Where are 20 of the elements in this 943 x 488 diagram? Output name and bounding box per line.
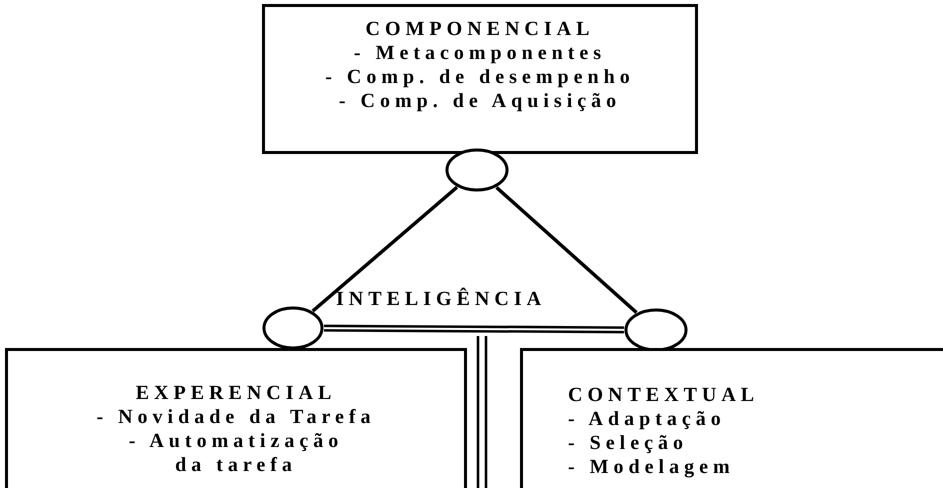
text-box [520,348,943,488]
list-item: - Comp. de Aquisição [338,89,622,113]
box-heading: EXPERENCIAL [136,381,336,405]
list-item: - Metacomponentes [354,41,606,65]
text-box [262,4,698,154]
circle-node [445,148,509,192]
connector-line [312,186,458,312]
center-label: INTELIGÊNCIA [336,288,546,311]
circle-node [262,306,324,350]
box-heading: CONTEXTUAL [568,383,760,407]
box-heading: COMPONENCIAL [366,17,594,41]
list-item: - Modelagem [568,455,735,479]
list-item: - Automatização da tarefa [128,429,344,477]
list-item: - Adaptação [568,407,726,431]
list-item: - Comp. de desempenho [325,65,635,89]
text-box [5,348,467,488]
list-item: - Seleção [568,431,688,455]
list-item: - Novidade da Tarefa [96,405,376,429]
connector-line [324,324,624,334]
connector-line [495,186,638,314]
